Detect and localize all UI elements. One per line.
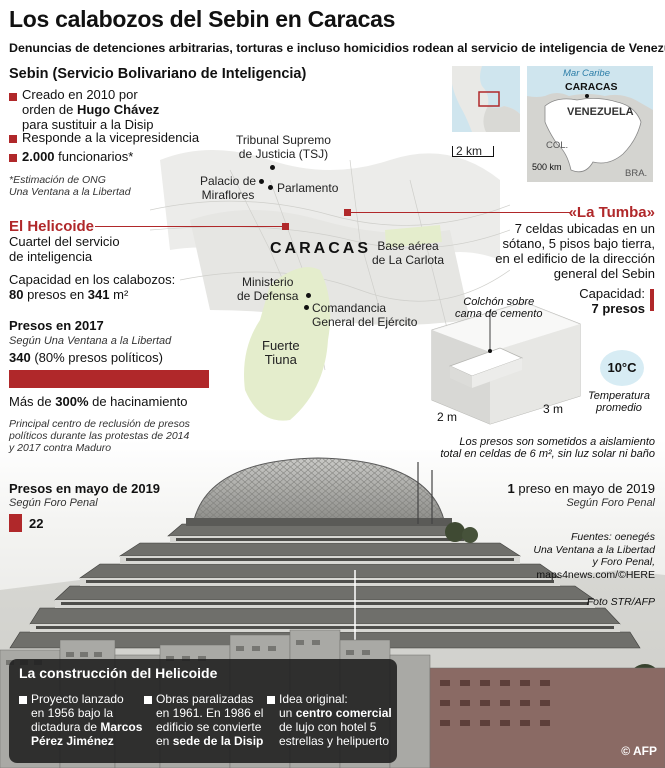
cell-dim-depth: 3 m: [543, 402, 564, 416]
inset-bra-label: BRA.: [625, 168, 648, 179]
sebin-heading: Sebin (Servicio Bolivariano de Inteligen…: [9, 66, 307, 82]
construction-card: La construcción del Helicoide Proyecto l…: [9, 659, 397, 763]
map-label-tsj: Tribunal Supremo de Justicia (TSJ): [236, 133, 331, 161]
helicoide-desc: Cuartel del servicio de inteligencia: [9, 234, 120, 264]
bullet-square: [9, 154, 17, 162]
helicoide-note: Principal centro de reclusión de presos …: [9, 418, 190, 454]
tumba-capacity: Capacidad: 7 presos: [579, 286, 645, 316]
sebin-bullet-funcionarios: 2.000 funcionarios*: [22, 149, 134, 164]
photo-credit: Foto STR/AFP: [586, 596, 655, 608]
presos-2019-source: Según Foro Penal: [9, 497, 98, 509]
tumba-capacity-bar: [650, 289, 654, 311]
helicoide-capacity: Capacidad en los calabozos: 80 presos en…: [9, 272, 176, 302]
bullet-square: [144, 696, 152, 704]
bullet-square: [9, 93, 17, 101]
tumba-title: «La Tumba»: [568, 204, 655, 221]
inset-scale-label: 500 km: [532, 162, 562, 172]
map-city-label: CARACAS: [270, 240, 371, 257]
isolation-note: Los presos son sometidos a aislamiento t…: [440, 436, 655, 460]
temperature-label: Temperatura promedio: [588, 390, 650, 414]
presos-2017-value: 340 (80% presos políticos): [9, 350, 163, 365]
inset-map-venezuela: [527, 66, 653, 182]
inset-col-label: COL.: [546, 140, 569, 151]
sebin-bullet-created: Creado en 2010 por orden de Hugo Chávez …: [22, 87, 160, 132]
map-dot-miraflores: [259, 179, 264, 184]
caracas-map: [150, 120, 510, 450]
map-scale-bar: [452, 146, 494, 157]
map-label-carlota: Base aérea de La Carlota: [372, 239, 445, 267]
helicoide-map-marker: [282, 223, 289, 230]
helicoide-title: El Helicoide: [9, 218, 95, 235]
afp-logo: © AFP: [621, 744, 657, 758]
bullet-square: [19, 696, 27, 704]
map-label-parlamento: Parlamento: [277, 181, 339, 195]
map-dot-mindef: [306, 293, 311, 298]
helicoide-leader-line: [95, 226, 285, 227]
tumba-desc: 7 celdas ubicadas en un sótano, 5 pisos …: [495, 221, 655, 281]
construction-heading: La construcción del Helicoide: [19, 665, 218, 681]
map-dot-tsj: [270, 165, 275, 170]
map-label-miraflores: Palacio de Miraflores: [200, 174, 257, 202]
cell-illustration: [431, 301, 581, 425]
inset-map-americas: [452, 66, 520, 132]
bullet-square: [9, 135, 17, 143]
tumba-leader-line: [350, 212, 570, 213]
cell-dim-width: 2 m: [437, 410, 458, 424]
map-label-tiuna: Fuerte Tiuna: [262, 338, 300, 367]
map-scale-label: 2 km: [456, 144, 483, 158]
inset-sea-label: Mar Caribe: [563, 68, 610, 79]
page-title: Los calabozos del Sebin en Caracas: [9, 6, 396, 32]
presos-2017-source: Según Una Ventana a la Libertad: [9, 335, 172, 347]
tumba-presos-2019-source: Según Foro Penal: [566, 497, 655, 509]
cell-bed-label: Colchón sobre cama de cemento: [455, 296, 543, 320]
presos-2019-value: 22: [29, 516, 44, 531]
map-dot-comandancia: [304, 305, 309, 310]
map-label-mindef: Ministerio de Defensa: [237, 275, 299, 303]
inset-country-label: VENEZUELA: [567, 106, 634, 118]
inset-city-label: CARACAS: [565, 81, 618, 93]
presos-2019-heading: Presos en mayo de 2019: [9, 481, 161, 496]
construction-col-1: Proyecto lanzado en 1956 bajo la dictadu…: [31, 692, 143, 748]
bullet-square: [267, 696, 275, 704]
tumba-presos-2019: 1 preso en mayo de 2019: [507, 481, 655, 496]
hacinamiento-text: Más de 300% de hacinamiento: [9, 394, 188, 409]
map-dot-parlamento: [268, 185, 273, 190]
presos-2019-bar: [9, 514, 22, 532]
map-label-comandancia: Comandancia General del Ejército: [312, 301, 418, 329]
sebin-bullet-vicepresidencia: Responde a la vicepresidencia: [22, 130, 200, 145]
sebin-footnote: *Estimación de ONG Una Ventana a la Libe…: [9, 174, 131, 198]
page-subtitle: Denuncias de detenciones arbitrarias, to…: [9, 41, 665, 55]
sources-credit: Fuentes: oenegés Una Ventana a la Libert…: [533, 531, 655, 581]
tumba-map-marker: [344, 209, 351, 216]
temperature-badge: 10°C: [600, 350, 644, 386]
presos-2017-bar: [9, 370, 209, 388]
presos-2017-heading: Presos en 2017: [9, 318, 104, 333]
construction-col-3: Idea original: un centro comercial de lu…: [279, 692, 392, 748]
construction-col-2: Obras paralizadas en 1961. En 1986 el ed…: [156, 692, 264, 748]
